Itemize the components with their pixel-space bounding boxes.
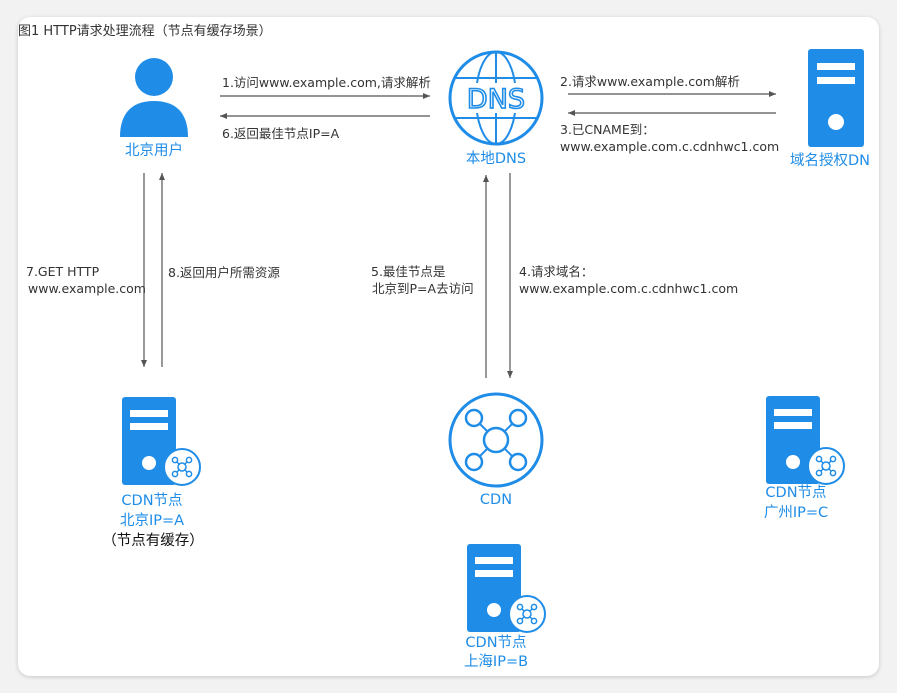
diagram-card: 图1 HTTP请求处理流程（节点有缓存场景） 1.访问www.example.c… <box>18 17 879 676</box>
guangzhou-node-label-line1: CDN节点 <box>765 485 827 501</box>
shanghai-node-label-line1: CDN节点 <box>465 635 527 651</box>
step7-label-line1: 7.GET HTTP <box>26 264 100 279</box>
cdn-node-server-icon <box>766 396 845 485</box>
dns-globe-icon: DNS <box>448 50 544 146</box>
step8-label: 8.返回用户所需资源 <box>168 265 280 280</box>
figure-title: 图1 HTTP请求处理流程（节点有缓存场景） <box>18 24 272 39</box>
beijing-node-cache-note: （节点有缓存） <box>102 533 204 549</box>
cdn-node-server-icon <box>122 397 201 486</box>
user-label: 北京用户 <box>125 143 183 159</box>
step4-label-line1: 4.请求域名： <box>519 264 594 279</box>
step7-label-line2: www.example.com <box>28 281 146 296</box>
beijing-node-label-line1: CDN节点 <box>121 493 183 509</box>
flow-arrows <box>141 91 776 378</box>
step2-label: 2.请求www.example.com解析 <box>560 74 740 89</box>
step4-label-line2: www.example.com.c.cdnhwc1.com <box>519 281 739 296</box>
local-dns-label: 本地DNS <box>465 151 527 167</box>
auth-dns-label: 域名授权DN <box>790 153 871 169</box>
step3-label-line2: www.example.com.c.cdnhwc1.com <box>560 139 780 154</box>
step5-label-line2: 北京到P=A去访问 <box>372 281 474 296</box>
cdn-label: CDN <box>479 492 513 508</box>
step1-label: 1.访问www.example.com,请求解析 <box>222 75 431 90</box>
step6-label: 6.返回最佳节点IP=A <box>222 126 340 141</box>
step5-label-line1: 5.最佳节点是 <box>371 264 446 279</box>
user-icon <box>120 58 188 137</box>
dns-icon-text: DNS <box>467 84 525 115</box>
cdn-network-icon <box>448 392 544 488</box>
shanghai-node-label-line2: 上海IP=B <box>463 654 529 670</box>
guangzhou-node-label-line2: 广州IP=C <box>763 505 829 521</box>
step3-label-line1: 3.已CNAME到： <box>560 122 655 137</box>
beijing-node-label-line2: 北京IP=A <box>119 513 185 529</box>
cdn-node-server-icon <box>467 544 546 633</box>
server-icon <box>808 49 864 147</box>
